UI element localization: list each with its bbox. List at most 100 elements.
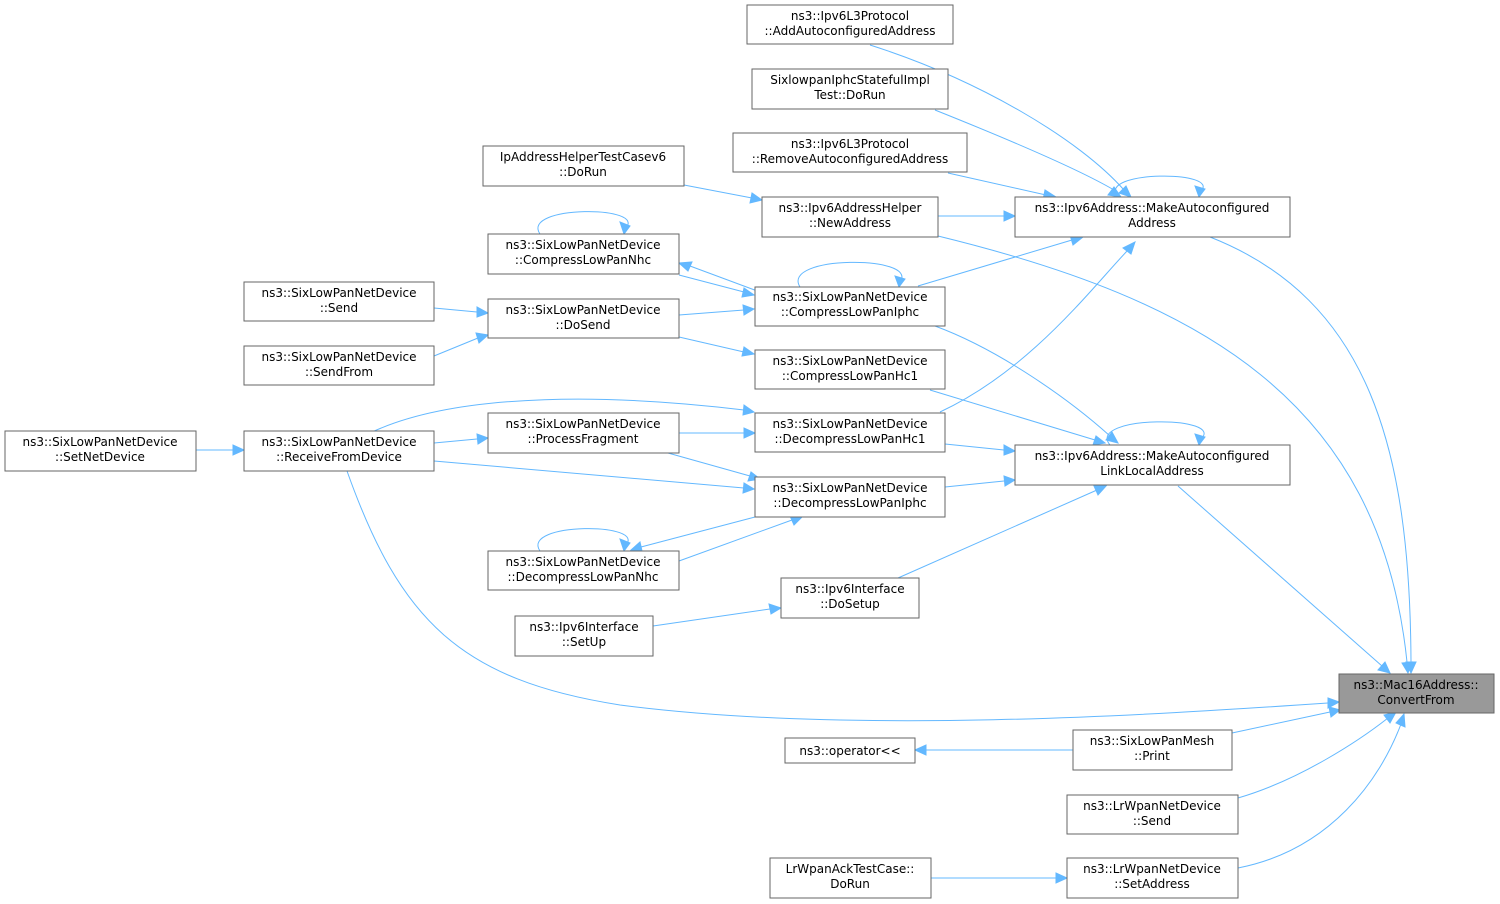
node-ipv6interface-setup[interactable]: ns3::Ipv6Interface ::SetUp: [514, 615, 654, 657]
svg-text:ns3::Mac16Address::: ns3::Mac16Address::: [1353, 678, 1478, 692]
svg-text:SixlowpanIphcStatefulImpl: SixlowpanIphcStatefulImpl: [770, 73, 930, 87]
node-decompress-lowpan-iphc[interactable]: ns3::SixLowPanNetDevice ::DecompressLowP…: [754, 476, 946, 518]
edge-compressnhc-to-compressiphc: [678, 274, 756, 298]
svg-text:ns3::SixLowPanNetDevice: ns3::SixLowPanNetDevice: [772, 417, 927, 431]
edge-decompressnhc-self: [537, 528, 631, 553]
svg-text:ns3::SixLowPanNetDevice: ns3::SixLowPanNetDevice: [772, 354, 927, 368]
edge-print-to-convertfrom: [1231, 706, 1342, 734]
svg-text:::Send: ::Send: [320, 301, 358, 315]
svg-text:::Print: ::Print: [1134, 749, 1170, 763]
node-operator-shift[interactable]: ns3::operator<<: [784, 737, 916, 764]
svg-text:ns3::SixLowPanNetDevice: ns3::SixLowPanNetDevice: [261, 350, 416, 364]
edge-compressiphc-to-compressnhc: [677, 261, 761, 293]
svg-text:::SetUp: ::SetUp: [562, 635, 606, 649]
edge-receivefromdevice-to-processfragment: [433, 433, 490, 445]
svg-text:ConvertFrom: ConvertFrom: [1377, 693, 1454, 707]
svg-text:::DoSetup: ::DoSetup: [820, 597, 880, 611]
node-compress-lowpan-hc1[interactable]: ns3::SixLowPanNetDevice ::CompressLowPan…: [754, 349, 946, 390]
svg-text:ns3::Ipv6Address::MakeAutoconf: ns3::Ipv6Address::MakeAutoconfigured: [1035, 201, 1270, 215]
svg-text:::DoSend: ::DoSend: [556, 318, 611, 332]
node-ipv6address-make-autoconfigured-linklocal[interactable]: ns3::Ipv6Address::MakeAutoconfigured Lin…: [1014, 444, 1291, 486]
edge-decompressiphc-to-decompressnhc: [629, 516, 756, 552]
node-compress-lowpan-nhc[interactable]: ns3::SixLowPanNetDevice ::CompressLowPan…: [487, 233, 680, 275]
svg-text:ns3::SixLowPanNetDevice: ns3::SixLowPanNetDevice: [505, 303, 660, 317]
svg-text:ns3::Ipv6AddressHelper: ns3::Ipv6AddressHelper: [779, 201, 922, 215]
edge-decompresshc1-to-makeauto: [939, 241, 1136, 413]
edge-decompresshc1-to-makelinklocal: [944, 443, 1017, 456]
edge-newaddress-to-makeauto: [938, 210, 1017, 222]
edge-receivefromdevice-to-decompresshc1: [369, 398, 756, 434]
svg-text:::SendFrom: ::SendFrom: [305, 365, 373, 379]
svg-text:::SetAddress: ::SetAddress: [1114, 877, 1190, 891]
edge-dosetup-to-makelinklocal: [897, 485, 1108, 579]
node-decompress-lowpan-hc1[interactable]: ns3::SixLowPanNetDevice ::DecompressLowP…: [754, 412, 946, 453]
svg-text:::DecompressLowPanNhc: ::DecompressLowPanNhc: [508, 570, 659, 584]
node-compress-lowpan-iphc[interactable]: ns3::SixLowPanNetDevice ::CompressLowPan…: [754, 286, 946, 327]
edge-iphctest-to-makeauto: [934, 109, 1123, 198]
edge-receivefromdevice-to-convertfrom: [346, 470, 1341, 722]
edge-iphelpertest-to-newaddress: [683, 184, 764, 204]
node-process-fragment[interactable]: ns3::SixLowPanNetDevice ::ProcessFragmen…: [487, 412, 680, 454]
svg-text:::ReceiveFromDevice: ::ReceiveFromDevice: [276, 450, 402, 464]
node-ipv6address-helper-new-address[interactable]: ns3::Ipv6AddressHelper ::NewAddress: [761, 196, 939, 238]
edge-dosend-to-compresshc1: [678, 336, 756, 357]
svg-text:::CompressLowPanHc1: ::CompressLowPanHc1: [782, 369, 918, 383]
svg-text:::Send: ::Send: [1133, 814, 1171, 828]
node-decompress-lowpan-nhc[interactable]: ns3::SixLowPanNetDevice ::DecompressLowP…: [487, 550, 680, 591]
edge-compressiphc-self: [797, 261, 906, 289]
svg-text:::RemoveAutoconfiguredAddress: ::RemoveAutoconfiguredAddress: [752, 152, 948, 166]
edge-compressnhc-self: [537, 211, 631, 236]
node-lrwpan-set-address[interactable]: ns3::LrWpanNetDevice ::SetAddress: [1066, 857, 1239, 899]
svg-text:ns3::SixLowPanNetDevice: ns3::SixLowPanNetDevice: [261, 435, 416, 449]
svg-text:::ProcessFragment: ::ProcessFragment: [528, 432, 639, 446]
node-set-net-device[interactable]: ns3::SixLowPanNetDevice ::SetNetDevice: [4, 430, 197, 472]
svg-text:ns3::SixLowPanNetDevice: ns3::SixLowPanNetDevice: [22, 435, 177, 449]
edge-makeauto-self: [1114, 175, 1206, 199]
node-ipv6l3-remove-autoconfigured-address[interactable]: ns3::Ipv6L3Protocol ::RemoveAutoconfigur…: [732, 132, 968, 173]
svg-text:IpAddressHelperTestCasev6: IpAddressHelperTestCasev6: [500, 150, 666, 164]
svg-text:::DecompressLowPanHc1: ::DecompressLowPanHc1: [774, 432, 925, 446]
edge-lrwpansend-to-convertfrom: [1237, 711, 1397, 799]
svg-text:::CompressLowPanIphc: ::CompressLowPanIphc: [781, 305, 919, 319]
svg-text:ns3::SixLowPanMesh: ns3::SixLowPanMesh: [1090, 734, 1215, 748]
svg-text:ns3::SixLowPanNetDevice: ns3::SixLowPanNetDevice: [772, 481, 927, 495]
node-lrwpan-send[interactable]: ns3::LrWpanNetDevice ::Send: [1066, 794, 1239, 835]
svg-text:ns3::SixLowPanNetDevice: ns3::SixLowPanNetDevice: [772, 290, 927, 304]
node-mac16address-convertfrom[interactable]: ns3::Mac16Address:: ConvertFrom: [1338, 673, 1495, 714]
node-ipv6address-make-autoconfigured-address[interactable]: ns3::Ipv6Address::MakeAutoconfigured Add…: [1014, 196, 1291, 238]
node-sixlowpan-dosend[interactable]: ns3::SixLowPanNetDevice ::DoSend: [487, 298, 680, 339]
edge-addauto-to-makeauto: [869, 44, 1132, 198]
node-ipv6l3-add-autoconfigured-address[interactable]: ns3::Ipv6L3Protocol ::AddAutoconfiguredA…: [746, 4, 954, 45]
edge-receivefromdevice-to-decompressiphc: [433, 460, 756, 494]
svg-text:LinkLocalAddress: LinkLocalAddress: [1100, 464, 1203, 478]
node-sixlowpan-sendfrom[interactable]: ns3::SixLowPanNetDevice ::SendFrom: [243, 345, 435, 386]
edge-newaddress-to-convertfrom: [937, 235, 1413, 675]
svg-text:Address: Address: [1128, 216, 1176, 230]
svg-text:ns3::SixLowPanNetDevice: ns3::SixLowPanNetDevice: [505, 555, 660, 569]
edge-sendfrom-to-dosend: [433, 332, 490, 357]
node-sixlowpan-send[interactable]: ns3::SixLowPanNetDevice ::Send: [243, 281, 435, 322]
node-ipv6interface-dosetup[interactable]: ns3::Ipv6Interface ::DoSetup: [780, 577, 920, 619]
svg-text:ns3::SixLowPanNetDevice: ns3::SixLowPanNetDevice: [261, 286, 416, 300]
node-sixlowpan-iphc-stateful-impl-test[interactable]: SixlowpanIphcStatefulImpl Test::DoRun: [751, 68, 949, 110]
edge-print-to-operator: [913, 744, 1073, 756]
node-receive-from-device[interactable]: ns3::SixLowPanNetDevice ::ReceiveFromDev…: [243, 430, 435, 472]
edge-setaddress-to-convertfrom: [1237, 712, 1406, 869]
svg-text:ns3::Ipv6L3Protocol: ns3::Ipv6L3Protocol: [791, 9, 909, 23]
svg-text:DoRun: DoRun: [830, 877, 870, 891]
svg-text:LrWpanAckTestCase::: LrWpanAckTestCase::: [786, 862, 915, 876]
edge-acktest-to-setaddress: [931, 872, 1069, 884]
node-ipaddress-helper-test-casev6[interactable]: IpAddressHelperTestCasev6 ::DoRun: [482, 145, 685, 187]
edge-compresshc1-to-makelinklocal: [929, 389, 1107, 446]
svg-text:Test::DoRun: Test::DoRun: [813, 88, 885, 102]
svg-text:::NewAddress: ::NewAddress: [809, 216, 891, 230]
node-sixlowpanmesh-print[interactable]: ns3::SixLowPanMesh ::Print: [1072, 729, 1233, 771]
node-lrwpan-ack-test-case[interactable]: LrWpanAckTestCase:: DoRun: [769, 857, 932, 899]
svg-text:ns3::SixLowPanNetDevice: ns3::SixLowPanNetDevice: [505, 417, 660, 431]
svg-text:::DoRun: ::DoRun: [559, 165, 607, 179]
edge-compressiphc-to-makeauto: [917, 234, 1085, 287]
edge-send-to-dosend: [433, 306, 490, 318]
edge-processfragment-to-decompresshc1: [679, 427, 757, 439]
svg-text:ns3::Ipv6Address::MakeAutoconf: ns3::Ipv6Address::MakeAutoconfigured: [1035, 449, 1270, 463]
edge-makelinklocal-to-convertfrom: [1177, 485, 1391, 674]
